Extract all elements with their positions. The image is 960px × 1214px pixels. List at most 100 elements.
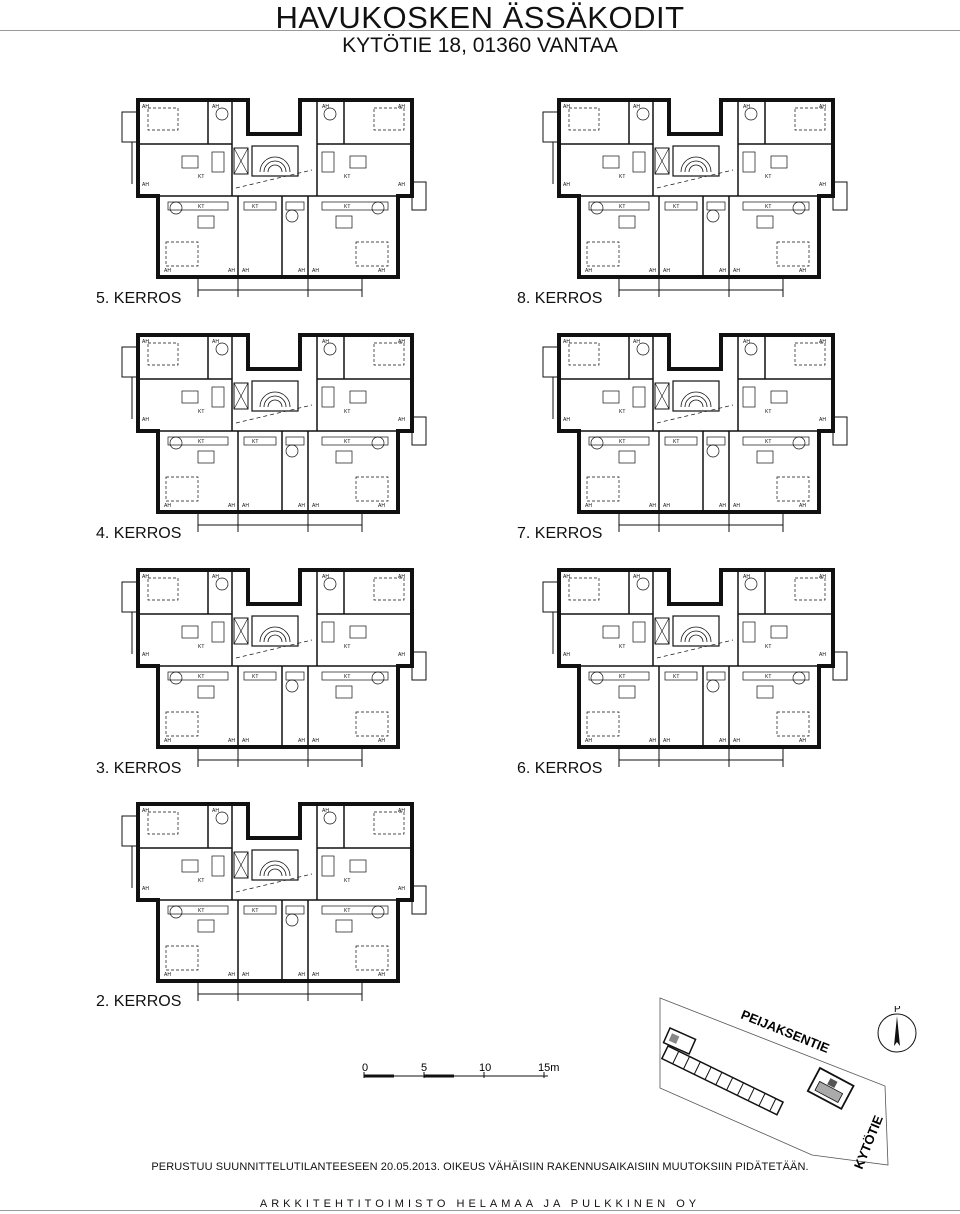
room-label-ah: AH xyxy=(733,738,740,744)
room-label-kt: KT xyxy=(252,204,258,210)
floor-label-7: 7. KERROS xyxy=(517,525,603,542)
room-label-ah: AH xyxy=(298,503,305,509)
room-label-kt: KT xyxy=(198,674,204,680)
room-label-ah: AH xyxy=(242,738,249,744)
room-label-ah: AH xyxy=(819,339,826,345)
room-label-kt: KT xyxy=(344,439,350,445)
room-label-ah: AH xyxy=(398,339,405,345)
room-label-kt: KT xyxy=(344,204,350,210)
room-label-ah: AH xyxy=(398,104,405,110)
room-label-ah: AH xyxy=(563,574,570,580)
room-label-kt: KT xyxy=(765,204,771,210)
room-label-ah: AH xyxy=(663,268,670,274)
room-label-ah: AH xyxy=(142,182,149,188)
room-label-kt: KT xyxy=(252,908,258,914)
building-row xyxy=(660,1044,785,1116)
room-label-ah: AH xyxy=(563,339,570,345)
room-label-ah: AH xyxy=(563,104,570,110)
room-label-ah: AH xyxy=(398,182,405,188)
room-label-ah: AH xyxy=(378,503,385,509)
floor-label-6: 6. KERROS xyxy=(517,760,603,777)
room-label-ah: AH xyxy=(312,972,319,978)
room-label-kt: KT xyxy=(673,439,679,445)
room-label-ah: AH xyxy=(563,182,570,188)
room-label-ah: AH xyxy=(819,417,826,423)
room-label-ah: AH xyxy=(563,652,570,658)
room-label-ah: AH xyxy=(799,268,806,274)
stair-core xyxy=(233,380,299,412)
site-plan: PEIJAKSENTIE KYTÖTIE xyxy=(630,990,930,1180)
room-label-ah: AH xyxy=(322,574,329,580)
building-outline xyxy=(557,568,835,749)
room-label-ah: AH xyxy=(633,574,640,580)
north-arrow: P xyxy=(872,1006,922,1056)
room-label-ah: AH xyxy=(212,574,219,580)
address: KYTÖTIE 18, 01360 VANTAA xyxy=(342,34,618,57)
planning-note: PERUSTUU SUUNNITTELUTILANTEESEEN 20.05.2… xyxy=(151,1161,809,1173)
room-label-ah: AH xyxy=(649,738,656,744)
floor-label-3: 3. KERROS xyxy=(96,760,182,777)
stair-core xyxy=(654,615,720,647)
room-label-ah: AH xyxy=(649,503,656,509)
room-label-ah: AH xyxy=(563,417,570,423)
architect-credit: ARKKITEHTITOIMISTO HELAMAA JA PULKKINEN … xyxy=(259,1198,701,1210)
room-label-ah: AH xyxy=(242,268,249,274)
room-label-kt: KT xyxy=(619,409,625,415)
room-label-ah: AH xyxy=(398,652,405,658)
north-label: P xyxy=(894,1006,901,1015)
floor-plan-6: AH AH AH AH AH AH AH AH AH AH AH AH KT K… xyxy=(533,562,863,782)
room-label-ah: AH xyxy=(142,808,149,814)
room-label-ah: AH xyxy=(378,268,385,274)
scale-tick-15m: 15m xyxy=(538,1062,559,1074)
room-label-kt: KT xyxy=(765,174,771,180)
room-label-kt: KT xyxy=(765,674,771,680)
room-label-ah: AH xyxy=(799,738,806,744)
room-label-ah: AH xyxy=(663,503,670,509)
floor-label-5: 5. KERROS xyxy=(96,290,182,307)
room-label-ah: AH xyxy=(733,503,740,509)
room-label-kt: KT xyxy=(619,644,625,650)
site-boundary xyxy=(659,997,889,1166)
floor-plan-8: AH AH AH AH AH AH AH AH AH AH AH AH KT K… xyxy=(533,92,863,312)
room-label-kt: KT xyxy=(619,204,625,210)
room-label-ah: AH xyxy=(164,503,171,509)
room-label-ah: AH xyxy=(378,738,385,744)
page-title: HAVUKOSKEN ÄSSÄKODIT xyxy=(275,0,685,35)
scale-tick-10: 10 xyxy=(479,1062,491,1074)
room-label-kt: KT xyxy=(198,878,204,884)
room-label-kt: KT xyxy=(252,674,258,680)
room-label-kt: KT xyxy=(344,644,350,650)
room-label-kt: KT xyxy=(198,908,204,914)
room-label-ah: AH xyxy=(633,104,640,110)
room-label-kt: KT xyxy=(198,204,204,210)
room-label-ah: AH xyxy=(398,808,405,814)
stair-core xyxy=(233,615,299,647)
room-label-ah: AH xyxy=(322,339,329,345)
room-label-kt: KT xyxy=(673,674,679,680)
building-outline xyxy=(557,98,835,279)
room-label-ah: AH xyxy=(298,268,305,274)
room-label-kt: KT xyxy=(344,174,350,180)
room-label-ah: AH xyxy=(228,503,235,509)
room-label-ah: AH xyxy=(212,808,219,814)
room-label-ah: AH xyxy=(164,738,171,744)
room-label-ah: AH xyxy=(298,738,305,744)
room-label-ah: AH xyxy=(819,652,826,658)
building-outline xyxy=(136,802,414,983)
room-label-ah: AH xyxy=(142,574,149,580)
room-label-ah: AH xyxy=(719,268,726,274)
floor-plan-4: AH AH AH AH AH AH AH AH AH AH AH AH KT K… xyxy=(112,327,442,547)
building-outline xyxy=(136,333,414,514)
room-label-kt: KT xyxy=(344,409,350,415)
floor-plan-2: AH AH AH AH AH AH AH AH AH AH AH AH KT K… xyxy=(112,796,442,1016)
room-label-ah: AH xyxy=(398,574,405,580)
scale-tick-5: 5 xyxy=(421,1062,427,1074)
room-label-kt: KT xyxy=(198,409,204,415)
room-label-kt: KT xyxy=(344,908,350,914)
room-label-kt: KT xyxy=(252,439,258,445)
room-label-ah: AH xyxy=(799,503,806,509)
room-label-ah: AH xyxy=(212,339,219,345)
room-label-ah: AH xyxy=(743,339,750,345)
room-label-ah: AH xyxy=(743,574,750,580)
room-label-ah: AH xyxy=(142,652,149,658)
